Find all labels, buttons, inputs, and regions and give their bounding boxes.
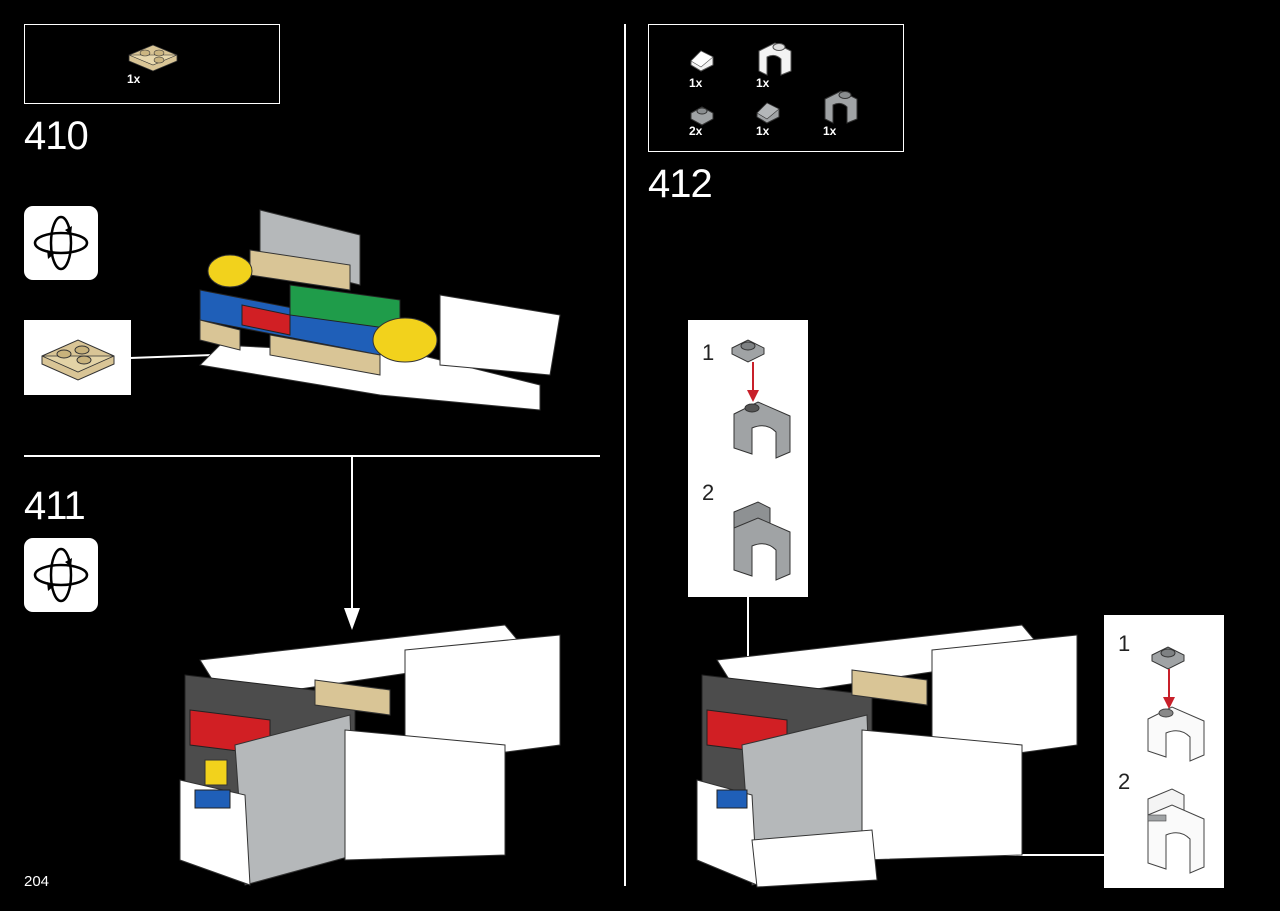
rotate-model-icon	[24, 206, 98, 280]
model-illustration-410	[198, 209, 561, 411]
white-slope-icon	[690, 50, 714, 72]
page-divider-vertical	[624, 24, 626, 886]
step-number-410: 410	[24, 114, 89, 158]
part-qty: 1x	[689, 76, 703, 90]
step-divider-horizontal	[24, 455, 600, 457]
sub-assembly-callout-grey: 1 2	[688, 320, 808, 597]
sub-assembly-callout-white: 1 2	[1104, 615, 1224, 888]
part-qty: 1x	[756, 124, 770, 138]
rotate-model-icon	[24, 538, 98, 612]
part-qty: 1x	[756, 76, 770, 90]
grey-plate-1x1-icon	[1151, 646, 1185, 670]
sub-step-number: 1	[1118, 631, 1131, 656]
white-curved-slope-icon	[1147, 706, 1205, 762]
part-qty: 1x	[823, 124, 837, 138]
model-illustration-411	[179, 624, 561, 886]
part-callout-410	[24, 320, 131, 395]
step-number-412: 412	[648, 162, 713, 206]
tan-corner-plate-icon	[128, 44, 178, 72]
part-qty: 2x	[689, 124, 703, 138]
red-down-arrow	[1163, 669, 1175, 709]
step-number-411: 411	[24, 484, 86, 528]
grey-slope-icon	[756, 102, 780, 124]
grey-plate-1x1-icon	[731, 339, 765, 363]
white-curved-slope-icon	[758, 42, 792, 76]
grey-curved-slope-assembled-icon	[733, 501, 791, 581]
white-curved-slope-assembled-icon	[1147, 788, 1205, 874]
model-illustration-412	[696, 624, 1078, 888]
attach-arrow-411	[344, 456, 360, 630]
tan-corner-plate-icon	[41, 339, 115, 381]
sub-step-number: 2	[1118, 769, 1131, 794]
page-number: 204	[24, 873, 50, 890]
parts-list-412: 1x 1x 2x 1x 1x	[648, 24, 904, 152]
sub-step-number: 1	[702, 340, 715, 365]
grey-plate-1x1-icon	[690, 106, 714, 126]
grey-curved-slope-icon	[733, 401, 791, 459]
part-qty: 1x	[127, 72, 141, 86]
grey-curved-slope-icon	[824, 90, 858, 124]
sub-step-number: 2	[702, 480, 715, 505]
parts-list-410: 1x	[24, 24, 280, 104]
red-down-arrow	[747, 362, 759, 402]
